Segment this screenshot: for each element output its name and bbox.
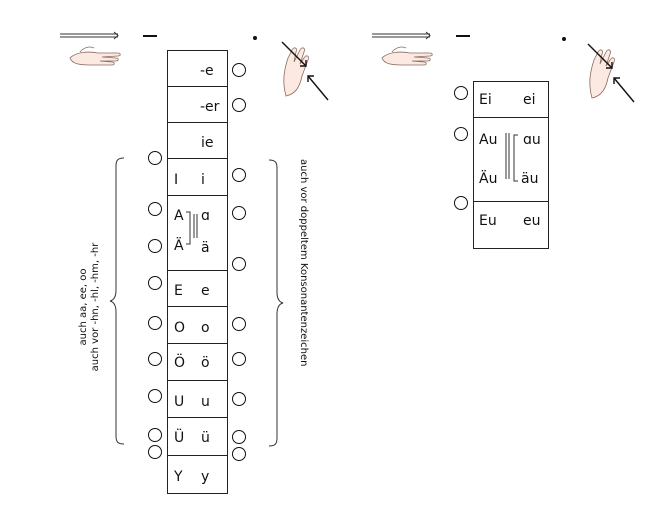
circle-icon xyxy=(148,352,162,366)
cell-lower: ö xyxy=(201,355,210,371)
cell-upper: Au xyxy=(479,132,498,148)
circle-icon xyxy=(232,352,246,366)
right-brace-icon xyxy=(268,159,284,447)
cell-upper: A xyxy=(174,208,184,224)
cell-upper: Eu xyxy=(479,213,497,229)
left-brace-icon xyxy=(109,157,125,445)
double-arrow-icon xyxy=(60,31,119,40)
cell-lower: -e xyxy=(200,63,214,79)
left-note-line2: auch vor -hn, -hl, -hm, -hr xyxy=(90,242,101,372)
cell-upper: E xyxy=(174,283,183,299)
circle-icon xyxy=(232,98,246,112)
cell-lower: äu xyxy=(521,171,539,187)
left-note: auch aa, ee, oo auch vor -hn, -hl, -hm, … xyxy=(78,227,102,387)
circle-icon xyxy=(148,428,162,442)
circle-icon xyxy=(232,257,246,271)
flat-hand-icon xyxy=(69,46,121,66)
table-row: ie xyxy=(168,123,227,159)
circle-icon xyxy=(232,392,246,406)
circle-icon xyxy=(148,445,162,459)
circle-icon xyxy=(232,317,246,331)
right-note-text: auch vor doppeltem Konsonantenzeichen xyxy=(298,159,309,367)
vowel-table-left: -e -er ie I i A ɑ Ä ä E e O o Ö ö U u Ü … xyxy=(167,50,228,494)
table-row: U u xyxy=(168,381,227,418)
circle-icon xyxy=(232,447,246,461)
circle-icon xyxy=(148,202,162,216)
circle-icon xyxy=(232,430,246,444)
cell-lower: ä xyxy=(201,240,210,256)
dash-icon xyxy=(143,35,157,37)
pointing-hands-icon xyxy=(587,43,635,103)
table-row: O o xyxy=(168,307,227,344)
cell-lower: u xyxy=(201,394,210,410)
cell-upper: Y xyxy=(174,469,183,485)
cell-upper: O xyxy=(174,320,186,336)
double-arrow-icon xyxy=(372,31,431,40)
dot-icon xyxy=(253,36,257,40)
cell-lower: i xyxy=(201,172,205,188)
cell-lower: ɑu xyxy=(523,132,541,148)
flat-hand-icon xyxy=(381,46,433,66)
pointing-hands-icon xyxy=(281,41,329,101)
circle-icon xyxy=(148,389,162,403)
table-row: Äu äu xyxy=(474,160,548,202)
pair-bracket-icon xyxy=(186,211,198,245)
cell-upper: Äu xyxy=(479,171,498,187)
circle-icon xyxy=(148,276,162,290)
table-row: -er xyxy=(168,87,227,123)
table-row: E e xyxy=(168,271,227,307)
circle-icon xyxy=(148,316,162,330)
table-row: Ü ü xyxy=(168,418,227,456)
cell-upper: I xyxy=(174,172,179,188)
cell-lower: -er xyxy=(200,99,220,115)
table-row: Ä ä xyxy=(168,234,227,271)
cell-lower: e xyxy=(201,283,210,299)
table-row: Eu eu xyxy=(474,202,548,248)
circle-icon xyxy=(454,86,468,100)
cell-lower: ü xyxy=(201,430,210,446)
cell-lower: eu xyxy=(523,213,541,229)
circle-icon xyxy=(232,168,246,182)
cell-upper: Ü xyxy=(174,430,185,446)
circle-icon xyxy=(148,239,162,253)
table-row: Ö ö xyxy=(168,344,227,381)
right-note: auch vor doppeltem Konsonantenzeichen xyxy=(297,159,309,366)
table-row: Ei ei xyxy=(474,82,548,118)
table-row: Y y xyxy=(168,456,227,493)
circle-icon xyxy=(148,151,162,165)
cell-lower: o xyxy=(201,320,210,336)
dash-icon xyxy=(456,35,470,37)
table-row: I i xyxy=(168,159,227,196)
pair-bracket-icon xyxy=(505,133,518,182)
circle-icon xyxy=(232,206,246,220)
cell-upper: Ö xyxy=(174,355,186,371)
cell-upper: Ei xyxy=(479,92,492,108)
table-row: A ɑ xyxy=(168,196,227,234)
cell-lower: ei xyxy=(523,92,536,108)
cell-lower: ie xyxy=(201,135,214,151)
table-row: Au ɑu xyxy=(474,118,548,160)
circle-icon xyxy=(454,196,468,210)
cell-lower: ɑ xyxy=(201,208,210,224)
table-row: -e xyxy=(168,51,227,87)
left-note-line1: auch aa, ee, oo xyxy=(78,268,89,346)
dot-icon xyxy=(562,37,566,41)
diphthong-table-right: Ei ei Au ɑu Äu äu Eu eu xyxy=(473,81,549,249)
cell-upper: U xyxy=(174,394,185,410)
cell-upper: Ä xyxy=(174,238,184,254)
circle-icon xyxy=(232,63,246,77)
circle-icon xyxy=(454,127,468,141)
cell-lower: y xyxy=(201,469,210,485)
